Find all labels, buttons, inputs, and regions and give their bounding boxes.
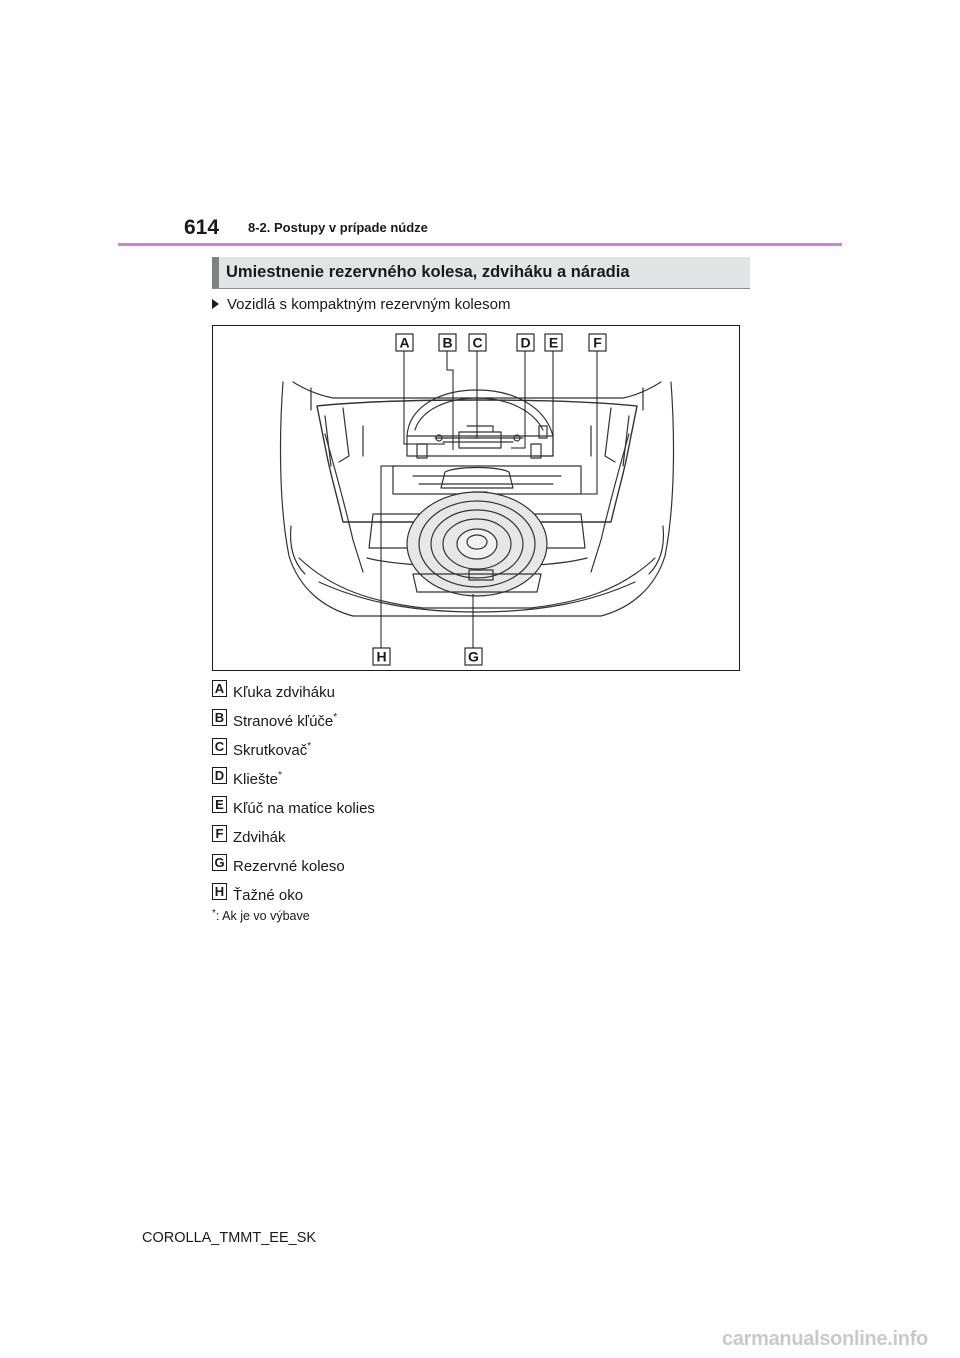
legend-text: Kľuka zdviháku [233,684,335,701]
section-title: 8-2. Postupy v prípade núdze [248,220,428,235]
svg-text:E: E [549,335,558,351]
page-number: 614 [184,216,220,239]
legend-letter-box: F [212,825,227,842]
subheading-text: Vozidlá s kompaktným rezervným kolesom [227,296,511,313]
legend-text: Kliešte* [233,770,282,788]
legend-letter-box: D [212,767,227,784]
heading-accent [212,257,219,288]
callout-b: B [438,333,457,352]
svg-text:B: B [442,335,452,351]
legend-letter-box: E [212,796,227,813]
legend-letter-box: C [212,738,227,755]
svg-text:A: A [399,335,409,351]
triangle-bullet-icon [212,299,219,309]
callout-d: D [516,333,535,352]
footer-document-code: COROLLA_TMMT_EE_SK [142,1230,317,1246]
callout-c: C [468,333,487,352]
footnote: *: Ak je vo výbave [212,908,310,923]
subheading: Vozidlá s kompaktným rezervným kolesom [212,296,510,313]
svg-text:D: D [520,335,530,351]
heading-bar: Umiestnenie rezervného kolesa, zdviháku … [212,257,750,289]
callout-a: A [395,333,414,352]
legend-text: Ťažné oko [233,887,304,904]
trunk-drawing: A B C D E F H G [279,333,675,666]
callout-f: F [588,333,607,352]
heading-title: Umiestnenie rezervného kolesa, zdviháku … [226,263,630,281]
legend-text: Kľúč na matice kolies [233,800,375,817]
watermark: carmanualsonline.info [722,1328,928,1350]
svg-text:G: G [468,649,479,665]
svg-text:C: C [472,335,482,351]
header-rule [118,243,842,246]
callout-g: G [464,647,483,666]
legend-text: Zdvihák [233,829,286,846]
svg-text:F: F [593,335,602,351]
legend-text: Stranové kľúče* [233,712,338,730]
legend-text: Skrutkovač* [233,741,312,759]
callout-h: H [372,647,391,666]
legend-letter-box: A [212,680,227,697]
callout-e: E [544,333,563,352]
legend-text: Rezervné koleso [233,858,345,875]
trunk-illustration: A B C D E F H G [212,325,740,671]
svg-text:H: H [376,649,386,665]
legend-letter-box: B [212,709,227,726]
legend-letter-box: H [212,883,227,900]
legend-letter-box: G [212,854,227,871]
